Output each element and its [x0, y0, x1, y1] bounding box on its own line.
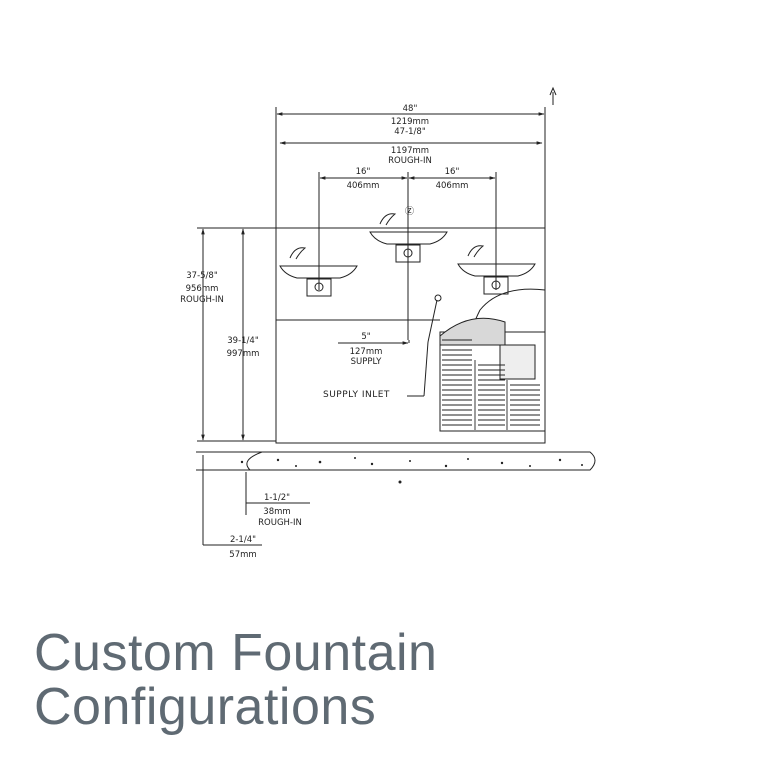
dim-floor-offset-metric: 57mm	[229, 550, 256, 560]
dim-overall-imperial: 48"	[403, 104, 418, 114]
dim-floor-roughin-metric: 38mm	[263, 507, 290, 517]
dim-overall-metric: 1219mm	[391, 117, 429, 127]
dim-left-spacing-imperial: 16"	[356, 167, 371, 177]
caption: Custom Fountain Configurations	[34, 626, 754, 734]
dim-right-spacing-metric: 406mm	[436, 181, 469, 191]
technical-drawing: Ⓩ	[180, 86, 596, 560]
dim-supply-note: SUPPLY	[351, 357, 382, 367]
dim-right-spacing-imperial: 16"	[445, 167, 460, 177]
dim-height-imperial: 39-1/4"	[227, 336, 259, 346]
caption-line-2: Configurations	[34, 678, 377, 736]
dim-floor-roughin-imperial: 1-1/2"	[264, 493, 290, 503]
dim-roughin-width-note: ROUGH-IN	[388, 156, 432, 166]
dim-roughin-height-imperial: 37-5/8"	[186, 271, 218, 281]
dim-roughin-height-metric: 956mm	[186, 284, 219, 294]
dim-roughin-width-metric: 1197mm	[391, 146, 429, 156]
dim-floor-offset-imperial: 2-1/4"	[230, 535, 256, 545]
dim-roughin-width-imperial: 47-1/8"	[394, 127, 426, 137]
dim-roughin-height-note: ROUGH-IN	[180, 295, 224, 305]
dim-floor-roughin-note: ROUGH-IN	[258, 518, 302, 528]
caption-line-1: Custom Fountain	[34, 624, 438, 682]
svg-text:Ⓩ: Ⓩ	[405, 206, 414, 217]
dim-left-spacing-metric: 406mm	[347, 181, 380, 191]
dim-supply-imperial: 5"	[361, 332, 370, 342]
dim-supply-metric: 127mm	[350, 347, 383, 357]
label-supply-inlet: SUPPLY INLET	[323, 390, 390, 400]
dim-height-metric: 997mm	[227, 349, 260, 359]
